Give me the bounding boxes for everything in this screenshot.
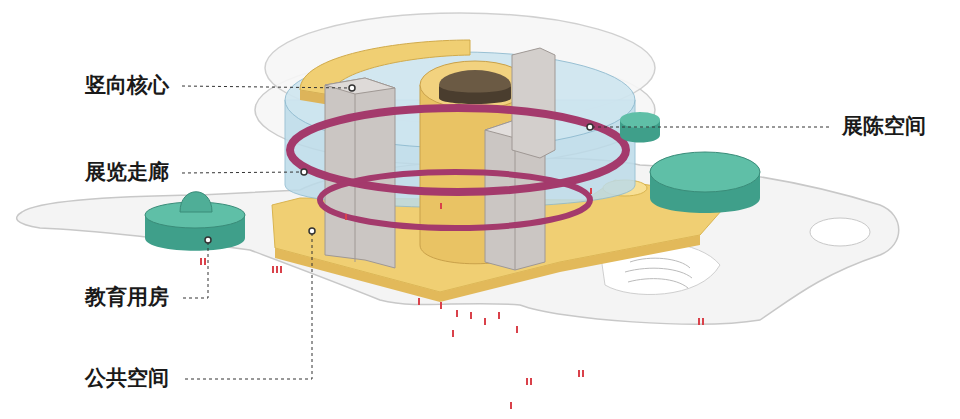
callout-label: 公共空间 <box>85 366 169 391</box>
callout-label: 展览走廊 <box>85 160 169 185</box>
callout-label: 竖向核心 <box>85 73 169 98</box>
callout-label: 教育用房 <box>85 285 169 310</box>
callout-label: 展陈空间 <box>842 114 926 139</box>
